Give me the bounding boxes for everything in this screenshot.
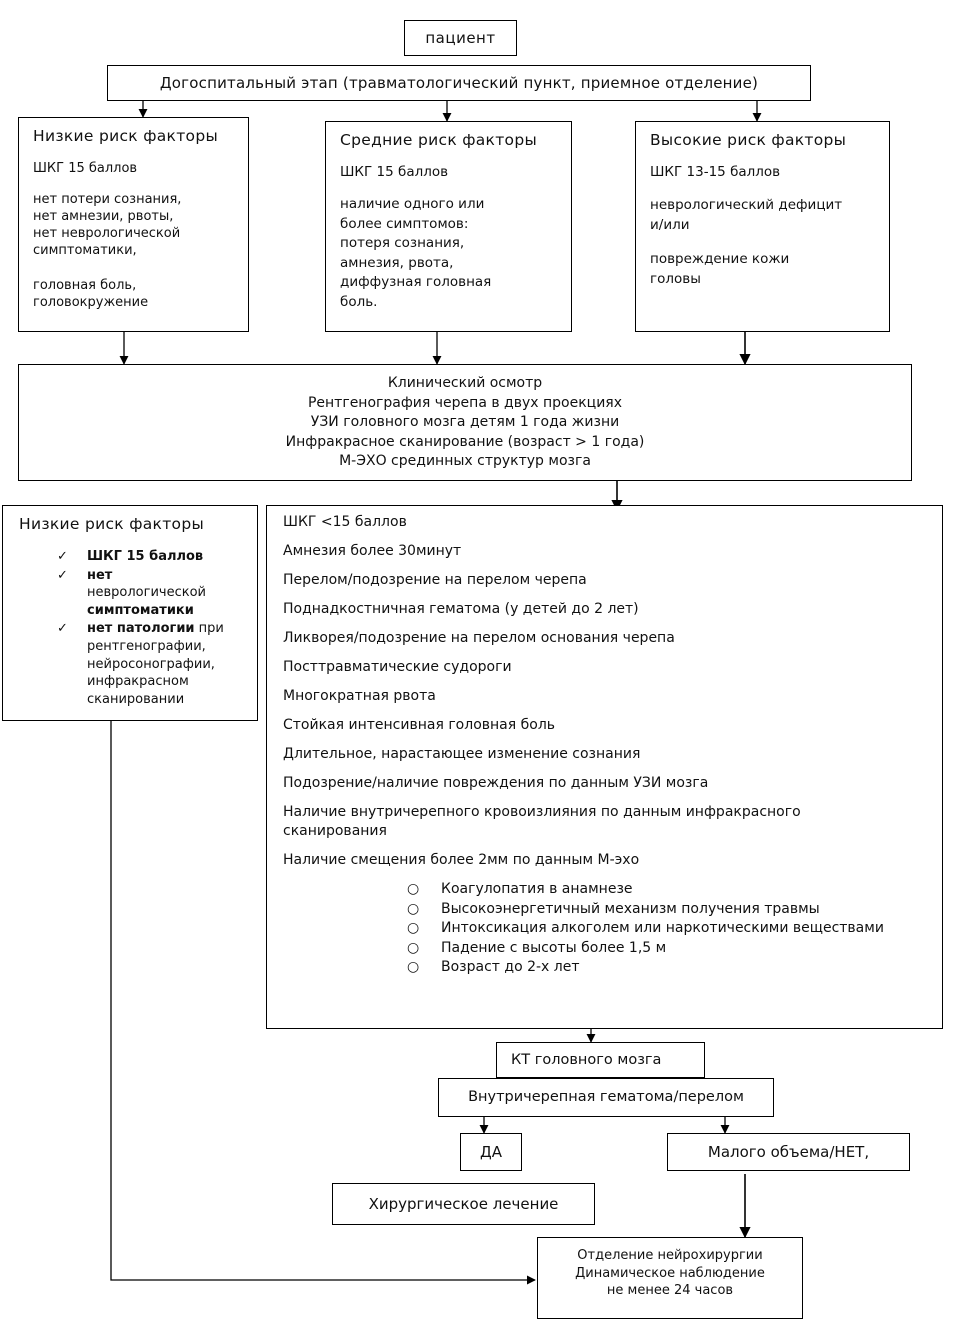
high-risk-box: Высокие риск факторы ШКГ 13-15 баллов не…	[635, 121, 890, 332]
exam-line-ultrasound: УЗИ головного мозга детям 1 года жизни	[310, 414, 620, 431]
criterion-item: Амнезия более 30минут	[283, 543, 462, 559]
criterion-item: Поднадкостничная гематома (у детей до 2 …	[283, 601, 639, 617]
criterion-item: Наличие смещения более 2мм по данным М-э…	[283, 852, 640, 868]
yes-label: ДА	[480, 1142, 502, 1161]
small-volume-no-box: Малого объема/НЕТ,	[667, 1133, 910, 1171]
check-icon: ✓	[57, 621, 68, 637]
check-item-gcs: ✓ ШКГ 15 баллов	[57, 548, 247, 566]
circle-bullet-icon: ○	[407, 939, 420, 956]
circle-bullet-icon: ○	[407, 920, 420, 936]
prehospital-label: Догоспитальный этап (травматологический …	[159, 73, 759, 92]
exam-line-xray: Рентгенография черепа в двух проекциях	[307, 394, 623, 411]
small-volume-no-label: Малого объема/НЕТ,	[707, 1142, 870, 1161]
low-risk-title: Низкие риск факторы	[33, 127, 218, 145]
check-item-gcs-bold: ШКГ 15 баллов	[87, 549, 204, 564]
sub-item: ○ Интоксикация алкоголем или наркотически…	[407, 919, 932, 939]
check-item-pathology-text: при рентгенографии, нейросонографии, инф…	[87, 621, 224, 707]
sub-item-text: Коагулопатия в анамнезе	[441, 881, 633, 897]
prehospital-box: Догоспитальный этап (травматологический …	[107, 65, 811, 101]
hematoma-label: Внутричерепная гематома/перелом	[468, 1089, 744, 1105]
criterion-item: Подозрение/наличие повреждения по данным…	[283, 775, 709, 791]
criterion-item: ШКГ <15 баллов	[283, 514, 407, 530]
check-item-pathology-bold: нет патологии	[87, 621, 195, 637]
circle-bullet-icon: ○	[407, 900, 420, 917]
exam-line-clinical: Клинический осмотр	[387, 375, 543, 391]
high-risk-skin: повреждение кожи головы	[650, 251, 790, 287]
sub-item: ○ Падение с высоты более 1,5 м	[407, 939, 932, 959]
circle-bullet-icon: ○	[407, 881, 420, 897]
patient-box: пациент	[404, 20, 517, 56]
sub-item: ○ Высокоэнергетичный механизм получения т…	[407, 900, 932, 920]
neuro-line-department: Отделение нейрохирургии	[577, 1248, 763, 1263]
arrow-low2-to-neuro	[110, 721, 536, 1285]
check-icon: ✓	[57, 549, 68, 564]
check-item-pathology: ✓ нет патологии при рентгенографии, нейр…	[57, 620, 247, 708]
sub-item-text: Возраст до 2-х лет	[441, 959, 580, 975]
low-risk-complaints: головная боль, головокружение	[33, 278, 149, 310]
sub-item: ○ Коагулопатия в анамнезе	[407, 880, 932, 900]
hematoma-box: Внутричерепная гематома/перелом	[438, 1078, 774, 1117]
yes-box: ДА	[460, 1133, 522, 1171]
criterion-item: Ликворея/подозрение на перелом основания…	[283, 630, 675, 646]
medium-risk-gcs: ШКГ 15 баллов	[340, 164, 449, 180]
patient-label: пациент	[425, 28, 496, 47]
ct-criteria-box: ШКГ <15 баллов Амнезия более 30минут Пер…	[266, 505, 943, 1029]
high-risk-deficit: неврологический дефицит и/или	[650, 197, 843, 233]
ct-box: КТ головного мозга	[496, 1042, 705, 1078]
criterion-item: Стойкая интенсивная головная боль	[283, 717, 556, 733]
criterion-item: Многократная рвота	[283, 688, 436, 704]
exam-box: Клинический осмотр Рентгенография черепа…	[18, 364, 912, 481]
exam-line-echo: М-ЭХО срединных структур мозга	[339, 453, 591, 470]
ct-label: КТ головного мозга	[511, 1051, 662, 1068]
medium-risk-title: Средние риск факторы	[340, 131, 538, 149]
surgery-box: Хирургическое лечение	[332, 1183, 595, 1225]
sub-item: ○ Возраст до 2-х лет	[407, 958, 932, 978]
medium-risk-symptoms: наличие одного или более симптомов: поте…	[340, 196, 492, 310]
neuro-line-observation: Динамическое наблюдение	[575, 1265, 765, 1281]
low-risk-2-checklist: ✓ ШКГ 15 баллов ✓ нет неврологической си…	[19, 548, 247, 708]
neuro-line-duration: не менее 24 часов	[606, 1283, 734, 1298]
high-risk-gcs: ШКГ 13-15 баллов	[650, 164, 781, 180]
criterion-item: Наличие внутричерепного кровоизлияния по…	[283, 804, 801, 839]
sub-item-text: Падение с высоты более 1,5 м	[441, 939, 667, 956]
check-item-neuro-bold2: симптоматики	[87, 602, 194, 618]
check-item-neuro-bold: нет	[87, 567, 113, 583]
low-risk-box: Низкие риск факторы ШКГ 15 баллов нет по…	[18, 117, 249, 332]
check-item-neuro-text: неврологической	[87, 585, 206, 601]
high-risk-title: Высокие риск факторы	[650, 131, 847, 149]
criterion-item: Посттравматические судороги	[283, 659, 512, 675]
sub-item-text: Интоксикация алкоголем или наркотическим…	[441, 920, 884, 936]
criterion-item: Длительное, нарастающее изменение сознан…	[283, 746, 641, 762]
additional-factors-list: ○ Коагулопатия в анамнезе ○ Высокоэнергети…	[283, 880, 932, 978]
circle-bullet-icon: ○	[407, 959, 420, 975]
medium-risk-box: Средние риск факторы ШКГ 15 баллов налич…	[325, 121, 572, 332]
criterion-item: Перелом/подозрение на перелом черепа	[283, 572, 587, 588]
check-item-neuro: ✓ нет неврологической симптоматики	[57, 567, 247, 620]
sub-item-text: Высокоэнергетичный механизм получения тр…	[441, 900, 820, 917]
low-risk-2-title: Низкие риск факторы	[19, 515, 204, 533]
check-icon: ✓	[57, 567, 68, 583]
low-risk-gcs: ШКГ 15 баллов	[33, 161, 138, 176]
exam-line-infrared: Инфракрасное сканирование (возраст > 1 г…	[285, 433, 645, 450]
low-risk-symptoms: нет потери сознания, нет амнезии, рвоты,…	[33, 192, 182, 258]
neurosurgery-box: Отделение нейрохирургии Динамическое наб…	[537, 1237, 803, 1319]
low-risk-2-box: Низкие риск факторы ✓ ШКГ 15 баллов ✓ не…	[2, 505, 258, 721]
surgery-label: Хирургическое лечение	[368, 1194, 559, 1213]
